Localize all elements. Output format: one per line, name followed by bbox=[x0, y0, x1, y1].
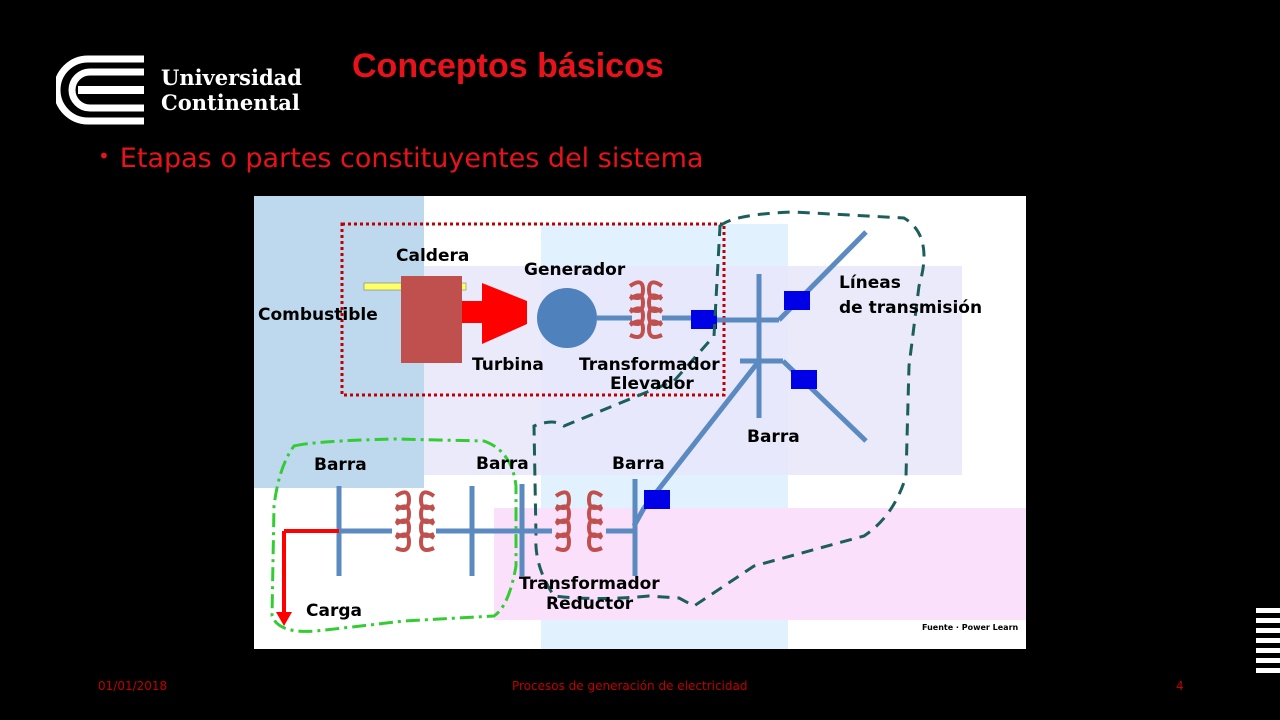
label-carga: Carga bbox=[306, 601, 362, 621]
transmission-zone-border bbox=[532, 210, 926, 608]
bullet-item: • Etapas o partes constituyentes del sist… bbox=[98, 143, 703, 174]
distribution-busbars bbox=[336, 479, 638, 576]
reducer-transformer-icon bbox=[554, 490, 604, 552]
boiler-icon bbox=[401, 276, 462, 363]
turbine-icon bbox=[482, 283, 527, 344]
logo-mark-icon bbox=[56, 55, 144, 125]
footer-page-number: 4 bbox=[1176, 679, 1184, 693]
power-system-diagram: Caldera Generador Combustible Turbina Tr… bbox=[254, 196, 1026, 649]
breaker-icon bbox=[784, 291, 810, 310]
label-turbina: Turbina bbox=[472, 355, 544, 375]
label-elevador: Elevador bbox=[610, 374, 694, 394]
bullet-text: Etapas o partes constituyentes del siste… bbox=[119, 143, 704, 174]
breaker-icon bbox=[791, 370, 817, 389]
decorative-stripes-icon bbox=[1256, 608, 1280, 676]
label-barra-1: Barra bbox=[314, 455, 367, 475]
label-transmision: de transmisión bbox=[839, 298, 982, 318]
university-logo: Universidad Continental bbox=[56, 55, 302, 125]
distribution-transformer-icon bbox=[394, 490, 436, 552]
label-reductor: Reductor bbox=[546, 594, 634, 614]
label-barra-2: Barra bbox=[476, 454, 529, 474]
turbine-shaft bbox=[462, 301, 482, 323]
breaker-icon bbox=[691, 310, 717, 329]
label-lineas: Líneas bbox=[839, 273, 901, 293]
fuel-region bbox=[254, 196, 424, 488]
label-caldera: Caldera bbox=[396, 246, 469, 266]
distribution-region bbox=[494, 508, 1026, 620]
breaker-icon bbox=[644, 490, 670, 509]
transmission-busbar bbox=[631, 230, 868, 528]
generator-icon bbox=[537, 288, 597, 348]
label-fuente: Fuente · Power Learn bbox=[922, 623, 1019, 632]
footer-title: Procesos de generación de electricidad bbox=[512, 679, 748, 693]
label-combustible: Combustible bbox=[258, 305, 378, 325]
label-transformador-2: Transformador bbox=[519, 574, 660, 594]
step-up-transformer-icon bbox=[628, 280, 664, 339]
logo-line-1: Universidad bbox=[161, 65, 302, 90]
distribution-zone-border bbox=[270, 437, 518, 633]
label-generador: Generador bbox=[524, 260, 626, 280]
bullet-icon: • bbox=[98, 144, 110, 168]
footer-date: 01/01/2018 bbox=[98, 679, 168, 693]
generation-zone-border bbox=[340, 222, 726, 397]
label-barra-3: Barra bbox=[612, 454, 665, 474]
label-barra-right: Barra bbox=[747, 427, 800, 447]
label-transformador: Transformador bbox=[579, 355, 720, 375]
load-arrow-icon bbox=[282, 529, 339, 616]
load-arrow-head bbox=[276, 612, 292, 626]
logo-line-2: Continental bbox=[161, 90, 300, 115]
slide-title: Conceptos básicos bbox=[352, 47, 664, 85]
